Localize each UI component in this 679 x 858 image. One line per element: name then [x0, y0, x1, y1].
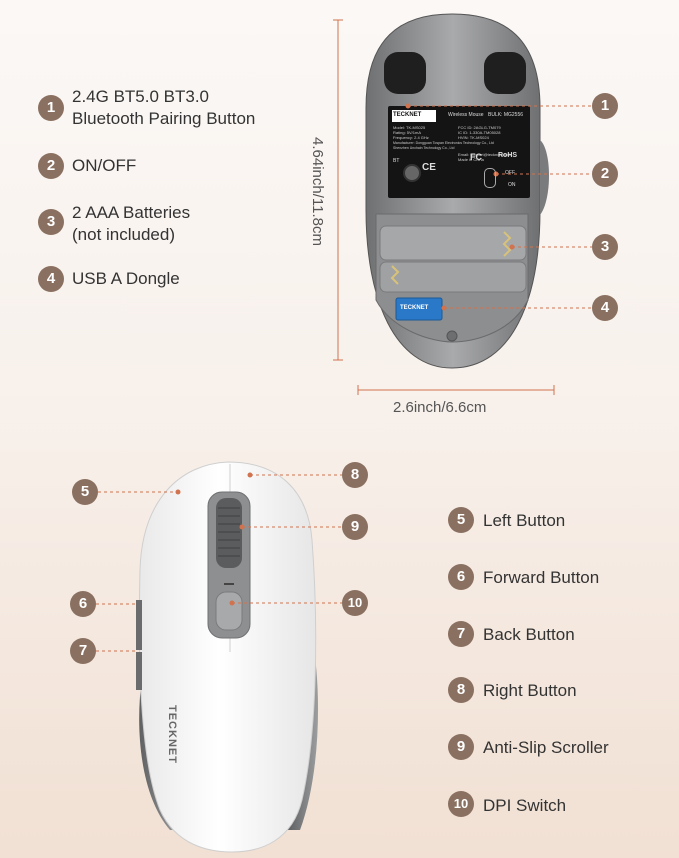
- mouse-foot-left: [384, 52, 426, 94]
- battery-slot-1: [379, 225, 527, 261]
- legend-badge-9: 9: [448, 734, 474, 760]
- battery-slot-2: [379, 261, 527, 293]
- height-dimension: 4.64inch/11.8cm: [309, 137, 326, 246]
- legend-label-2: ON/OFF: [72, 156, 137, 175]
- side-button-forward: [136, 600, 142, 650]
- legend-badge-4: 4: [38, 266, 64, 292]
- dpi-switch: [215, 591, 243, 631]
- legend-badge-6: 6: [448, 564, 474, 590]
- mouse-bottom-screw: [446, 330, 458, 342]
- side-button-back: [136, 652, 142, 690]
- sticker-bt: BT: [393, 158, 400, 164]
- legend-label-8: Right Button: [483, 681, 577, 700]
- dongle-brand: TECKNET: [400, 305, 429, 311]
- sticker-maker: Manufacturer: Dongguan Tospan Electronic…: [393, 141, 494, 145]
- mouse-bottom-view: [333, 13, 592, 395]
- sticker-freq: Frequency: 2.4 GHz: [393, 135, 429, 140]
- sticker-ic: IC ID: 1-330A-TM05028: [458, 130, 501, 135]
- sticker-origin: Made in China: [458, 157, 484, 162]
- mouse-side-nub: [540, 140, 549, 215]
- callout-badge-2: 2: [592, 161, 618, 187]
- callout-badge-10: 10: [342, 590, 368, 616]
- callout-badge-9: 9: [342, 514, 368, 540]
- sticker-bulk: BULK: MG2556: [488, 112, 524, 118]
- mouse-foot-right: [484, 52, 526, 94]
- legend-badge-10: 10: [448, 791, 474, 817]
- dimension-lines: [333, 19, 555, 395]
- rohs-mark-icon: RoHS: [498, 152, 518, 159]
- legend-label-3b: (not included): [72, 225, 176, 244]
- legend-label-9: Anti-Slip Scroller: [483, 738, 609, 757]
- power-switch-icon: [484, 168, 496, 188]
- legend-badge-1: 1: [38, 95, 64, 121]
- sticker-model: Model: TK-MS025: [393, 125, 426, 130]
- sticker-rating: Rating: 5V/1mA: [393, 130, 422, 135]
- pairing-button-icon: [403, 164, 421, 182]
- ce-mark-icon: CE: [422, 162, 436, 173]
- legend-label-4: USB A Dongle: [72, 269, 180, 288]
- callout-badge-6: 6: [70, 591, 96, 617]
- callout-badge-8: 8: [342, 462, 368, 488]
- mouse-top-view: [96, 461, 342, 853]
- callout-badge-1: 1: [592, 93, 618, 119]
- callout-badge-4: 4: [592, 295, 618, 321]
- callout-badge-5: 5: [72, 479, 98, 505]
- legend-label-6: Forward Button: [483, 568, 600, 587]
- legend-badge-2: 2: [38, 153, 64, 179]
- sticker-on: ON: [508, 182, 516, 188]
- callout-badge-7: 7: [70, 638, 96, 664]
- legend-label-5: Left Button: [483, 511, 566, 530]
- mouse-top-shell: [138, 461, 317, 853]
- sticker-hvin: HVIN: TK-MS024: [458, 135, 489, 140]
- sticker-maker2: Shenzhen Unchain Technology Co., Ltd: [393, 146, 455, 150]
- legend-label-10: DPI Switch: [483, 796, 567, 815]
- callout-lines-top: [408, 105, 592, 309]
- sticker-brand: TECKNET: [393, 112, 422, 118]
- legend-label-7: Back Button: [483, 625, 575, 644]
- legend-badge-7: 7: [448, 621, 474, 647]
- legend-badge-5: 5: [448, 507, 474, 533]
- legend-label-1b: Bluetooth Pairing Button: [72, 109, 256, 128]
- legend-badge-3: 3: [38, 209, 64, 235]
- legend-label-3a: 2 AAA Batteries: [72, 203, 191, 222]
- sticker-product: Wireless Mouse: [448, 112, 484, 118]
- legend-label-1a: 2.4G BT5.0 BT3.0: [72, 87, 210, 106]
- sticker-email: Email: support@tecknet.co.uk: [458, 152, 512, 157]
- callout-badge-3: 3: [592, 234, 618, 260]
- legend-badge-8: 8: [448, 677, 474, 703]
- width-dimension: 2.6inch/6.6cm: [393, 399, 487, 416]
- callout-lines-bottom: [96, 474, 342, 652]
- sticker-off: OFF: [505, 170, 515, 176]
- fcc-mark-icon: FC: [470, 152, 482, 162]
- mouse-brand: TECKNET: [166, 705, 178, 764]
- sticker-fcc: FCC ID: 2AGLG-TM079: [458, 125, 501, 130]
